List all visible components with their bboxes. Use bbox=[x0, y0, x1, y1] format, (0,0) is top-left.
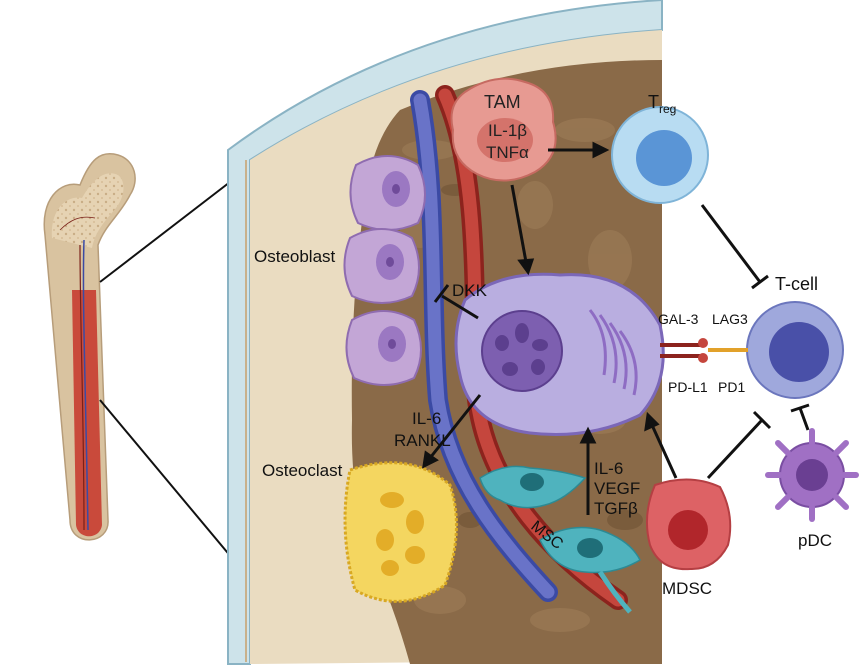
checkpoint-receptors bbox=[660, 338, 748, 363]
il1b-label: IL-1β bbox=[488, 121, 527, 140]
myeloma-cell bbox=[454, 272, 665, 436]
pd1-label: PD1 bbox=[718, 379, 745, 395]
vein-highlight bbox=[413, 93, 555, 599]
lag3-label: LAG3 bbox=[712, 311, 748, 327]
tam-label: TAM bbox=[484, 92, 521, 112]
pdc-cell bbox=[765, 428, 859, 522]
interaction-arrows bbox=[422, 141, 678, 515]
il6-right-label: IL-6 bbox=[594, 459, 623, 478]
il6-left-label: IL-6 bbox=[412, 409, 441, 428]
treg-sub: reg bbox=[659, 102, 676, 116]
msc-cells bbox=[479, 465, 641, 614]
mdsc-label: MDSC bbox=[662, 579, 712, 598]
dkk-label: DKK bbox=[452, 281, 488, 300]
mdsc-cell bbox=[645, 478, 732, 571]
treg-main: T bbox=[648, 92, 659, 112]
treg-cell bbox=[611, 106, 709, 204]
femur-illustration bbox=[43, 153, 136, 541]
zoom-line-bottom bbox=[99, 399, 233, 559]
tam-cell bbox=[450, 77, 557, 182]
rankl-label: RANKL bbox=[394, 431, 451, 450]
tnfa-label: TNFα bbox=[486, 143, 529, 162]
treg-label: Treg bbox=[648, 92, 676, 116]
t-cell bbox=[746, 301, 844, 399]
vegf-label: VEGF bbox=[594, 479, 640, 498]
tcell-label: T-cell bbox=[775, 274, 818, 294]
osteoclast-cell bbox=[343, 461, 458, 603]
osteoblast-cells bbox=[343, 155, 426, 386]
inhibition-lines bbox=[433, 204, 810, 480]
osteoclast-label: Osteoclast bbox=[262, 461, 343, 480]
zoom-line-top bbox=[99, 181, 231, 283]
osteoblast-label: Osteoblast bbox=[254, 247, 336, 266]
pdc-label: pDC bbox=[798, 531, 832, 550]
gal3-label: GAL-3 bbox=[658, 311, 699, 327]
tgfb-label: TGFβ bbox=[594, 499, 638, 518]
pdl1-label: PD-L1 bbox=[668, 379, 708, 395]
